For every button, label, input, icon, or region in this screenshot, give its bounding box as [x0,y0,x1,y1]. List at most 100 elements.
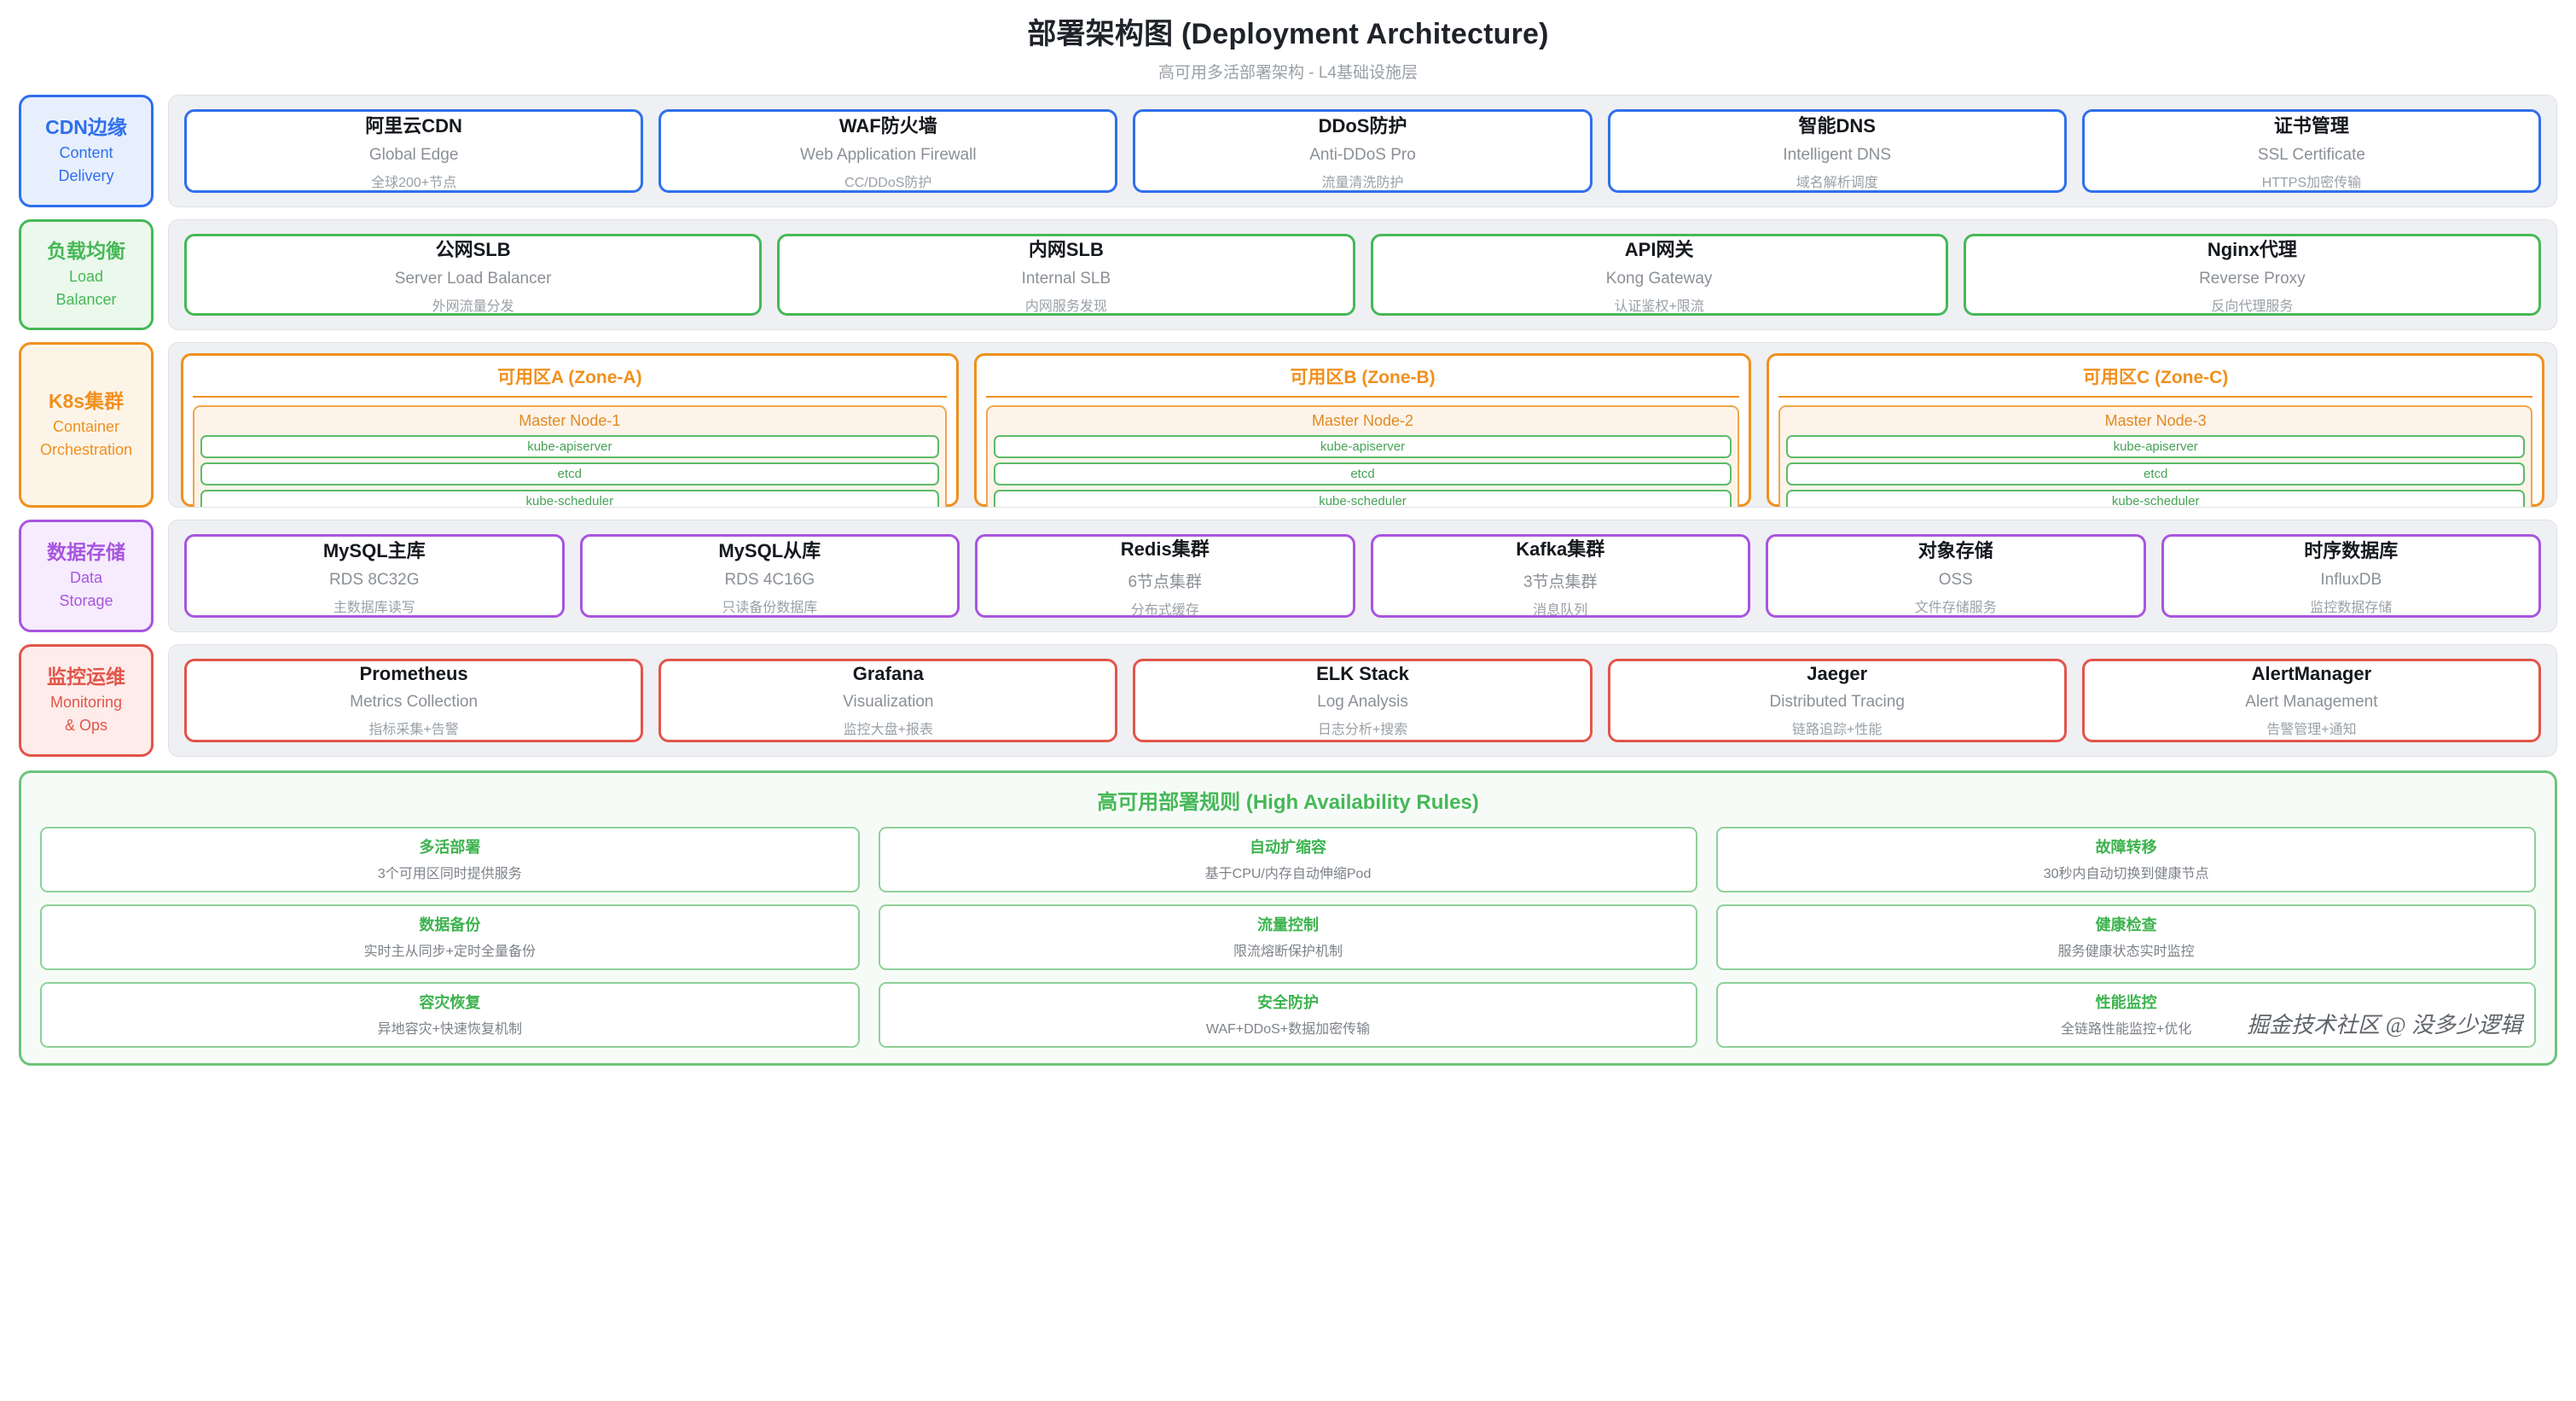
service-card[interactable]: Prometheus Metrics Collection 指标采集+告警 [184,659,644,742]
k8s-component[interactable]: kube-apiserver [993,435,1732,458]
service-card[interactable]: Jaeger Distributed Tracing 链路追踪+性能 [1607,659,2067,742]
ha-rule-desc: 异地容灾+快速恢复机制 [377,1022,522,1037]
card-title: Prometheus [359,663,468,684]
layer-tag-cn: 监控运维 [47,666,125,689]
card-note: 内网服务发现 [1024,299,1107,314]
layer-tag-en-line1: Content [59,143,113,161]
service-card[interactable]: Redis集群 6节点集群 分布式缓存 [975,534,1355,618]
layer-tag-cdn-edge: CDN边缘 Content Delivery [19,95,154,207]
card-subtitle: Web Application Firewall [799,146,977,164]
layer-tag-cn: 数据存储 [47,541,125,564]
layer-load-balancer: 负载均衡 Load Balancer 公网SLB Server Load Bal… [19,219,2557,330]
layer-tag-cn: CDN边缘 [45,116,127,139]
layer-tag-en-line1: Data [69,568,103,586]
layer-tag-en-line2: Delivery [58,167,114,185]
availability-zone[interactable]: 可用区C (Zone-C) Master Node-3 kube-apiserv… [1767,353,2545,507]
service-card[interactable]: WAF防火墙 Web Application Firewall CC/DDoS防… [659,109,1118,193]
card-title: Jaeger [1807,663,1868,684]
card-subtitle: InfluxDB [2320,571,2382,589]
ha-rule-desc: WAF+DDoS+数据加密传输 [1205,1022,1371,1037]
service-card[interactable]: DDoS防护 Anti-DDoS Pro 流量清洗防护 [1133,109,1593,193]
k8s-component[interactable]: kube-apiserver [200,435,939,458]
card-subtitle: Alert Management [2245,693,2378,711]
ha-rule-item[interactable]: 容灾恢复 异地容灾+快速恢复机制 [40,982,860,1048]
card-subtitle: Global Edge [368,146,459,164]
ha-rule-item[interactable]: 性能监控 全链路性能监控+优化 [1716,982,2536,1048]
service-card[interactable]: Nginx代理 Reverse Proxy 反向代理服务 [1963,234,2541,316]
service-card[interactable]: 公网SLB Server Load Balancer 外网流量分发 [184,234,763,316]
ha-rule-desc: 基于CPU/内存自动伸缩Pod [1204,867,1372,881]
card-note: 外网流量分发 [432,299,514,314]
ha-rule-desc: 服务健康状态实时监控 [2057,945,2195,959]
k8s-component[interactable]: etcd [993,462,1732,485]
zone-title: 可用区A (Zone-A) [193,363,947,398]
ha-rule-desc: 全链路性能监控+优化 [2060,1022,2192,1037]
master-node-title: Master Node-3 [2104,412,2207,429]
service-card[interactable]: AlertManager Alert Management 告警管理+通知 [2081,659,2542,742]
card-title: API网关 [1624,239,1694,260]
k8s-component[interactable]: kube-apiserver [1786,435,2526,458]
card-note: 分布式缓存 [1130,602,1199,618]
layer-cdn-edge: CDN边缘 Content Delivery 阿里云CDN Global Edg… [19,95,2557,207]
master-node[interactable]: Master Node-3 kube-apiserver etcd kube-s… [1778,405,2533,507]
service-card[interactable]: 内网SLB Internal SLB 内网服务发现 [777,234,1355,316]
service-card[interactable]: ELK Stack Log Analysis 日志分析+搜索 [1133,659,1593,742]
card-title: MySQL从库 [718,540,821,561]
card-note: 域名解析调度 [1796,176,1878,190]
card-note: 监控数据存储 [2310,601,2393,615]
k8s-component[interactable]: etcd [1786,462,2526,485]
ha-rule-title: 性能监控 [2095,994,2157,1011]
ha-rules-title: 高可用部署规则 (High Availability Rules) [1097,791,1479,814]
ha-rule-item[interactable]: 健康检查 服务健康状态实时监控 [1716,904,2536,970]
availability-zone[interactable]: 可用区B (Zone-B) Master Node-2 kube-apiserv… [973,353,1752,507]
card-subtitle: RDS 4C16G [724,571,815,589]
service-card[interactable]: MySQL从库 RDS 4C16G 只读备份数据库 [579,534,960,618]
master-node[interactable]: Master Node-2 kube-apiserver etcd kube-s… [985,405,1740,507]
service-card[interactable]: API网关 Kong Gateway 认证鉴权+限流 [1370,234,1948,316]
card-note: 全球200+节点 [371,176,457,190]
page-subtitle: 高可用多活部署架构 - L4基础设施层 [1157,64,1419,82]
card-note: 只读备份数据库 [722,601,818,615]
service-card[interactable]: 对象存储 OSS 文件存储服务 [1766,534,2146,618]
k8s-component[interactable]: kube-scheduler [993,490,1732,507]
ha-rule-item[interactable]: 自动扩缩容 基于CPU/内存自动伸缩Pod [878,827,1698,892]
ha-rule-item[interactable]: 数据备份 实时主从同步+定时全量备份 [40,904,860,970]
card-title: 证书管理 [2273,115,2349,137]
service-card[interactable]: 证书管理 SSL Certificate HTTPS加密传输 [2081,109,2542,193]
card-title: Nginx代理 [2207,239,2297,260]
master-node-title: Master Node-1 [519,412,621,429]
service-card[interactable]: Kafka集群 3节点集群 消息队列 [1370,534,1750,618]
card-note: 主数据库读写 [333,601,415,615]
service-card[interactable]: 时序数据库 InfluxDB 监控数据存储 [2161,534,2541,618]
card-title: 阿里云CDN [365,115,462,137]
ha-rule-item[interactable]: 多活部署 3个可用区同时提供服务 [40,827,860,892]
card-subtitle: Visualization [843,693,934,711]
k8s-component[interactable]: kube-scheduler [200,490,939,507]
ha-rule-item[interactable]: 流量控制 限流熔断保护机制 [878,904,1698,970]
availability-zone[interactable]: 可用区A (Zone-A) Master Node-1 kube-apiserv… [181,353,959,507]
card-note: 日志分析+搜索 [1317,723,1408,737]
ha-rule-title: 容灾恢复 [419,994,481,1011]
card-subtitle: Kong Gateway [1605,270,1713,288]
layer-tag-k8s-cluster: K8s集群 Container Orchestration [19,342,154,508]
card-title: 公网SLB [435,239,511,260]
card-title: AlertManager [2251,663,2372,684]
service-card[interactable]: 阿里云CDN Global Edge 全球200+节点 [184,109,644,193]
service-card[interactable]: MySQL主库 RDS 8C32G 主数据库读写 [184,534,565,618]
service-card[interactable]: Grafana Visualization 监控大盘+报表 [659,659,1118,742]
layer-body-monitoring-ops: Prometheus Metrics Collection 指标采集+告警 Gr… [168,644,2557,757]
k8s-component[interactable]: kube-scheduler [1786,490,2526,507]
card-subtitle: 3节点集群 [1523,573,1598,591]
zone-title: 可用区C (Zone-C) [1778,363,2533,398]
layer-tag-cn: K8s集群 [48,390,125,413]
ha-rule-item[interactable]: 故障转移 30秒内自动切换到健康节点 [1716,827,2536,892]
master-node[interactable]: Master Node-1 kube-apiserver etcd kube-s… [193,405,947,507]
service-card[interactable]: 智能DNS Intelligent DNS 域名解析调度 [1607,109,2067,193]
card-note: 流量清洗防护 [1321,176,1404,190]
ha-rule-item[interactable]: 安全防护 WAF+DDoS+数据加密传输 [878,982,1698,1048]
card-note: 消息队列 [1533,602,1588,618]
layer-body-cdn-edge: 阿里云CDN Global Edge 全球200+节点 WAF防火墙 Web A… [168,95,2557,207]
card-note: 反向代理服务 [2211,299,2294,314]
ha-rule-title: 数据备份 [419,916,481,933]
k8s-component[interactable]: etcd [200,462,939,485]
